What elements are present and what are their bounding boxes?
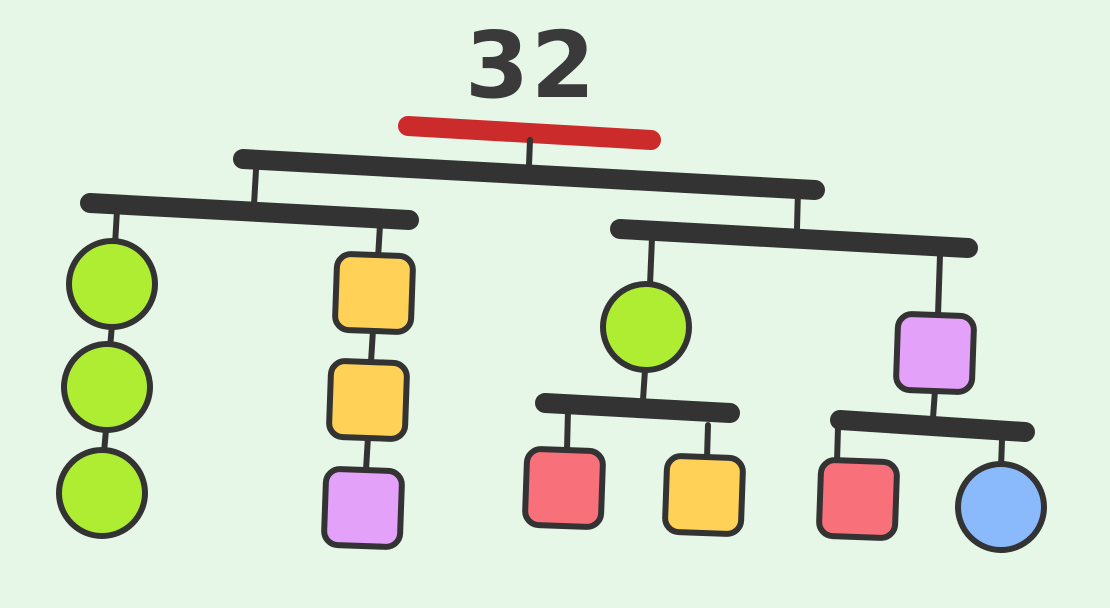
green-circle-piece[interactable] [56,447,148,539]
green-circle-piece[interactable] [600,281,692,373]
purple-square-piece[interactable] [893,311,977,395]
right-beam[interactable] [610,219,978,258]
red-square-piece[interactable] [816,457,900,541]
yellow-square-piece[interactable] [332,251,416,335]
sub-beam-left[interactable] [535,393,740,423]
score-display: 32 [464,12,598,119]
sub-beam-right[interactable] [830,410,1035,442]
green-circle-piece[interactable] [61,341,153,433]
yellow-square-piece[interactable] [326,358,410,442]
left-beam[interactable] [80,193,419,230]
top-balance-bar[interactable] [398,116,661,150]
red-square-piece[interactable] [522,446,606,530]
green-circle-piece[interactable] [66,238,158,330]
blue-circle-piece[interactable] [955,461,1047,553]
yellow-square-piece[interactable] [662,453,746,537]
main-beam[interactable] [233,149,825,200]
purple-square-piece[interactable] [321,466,405,550]
